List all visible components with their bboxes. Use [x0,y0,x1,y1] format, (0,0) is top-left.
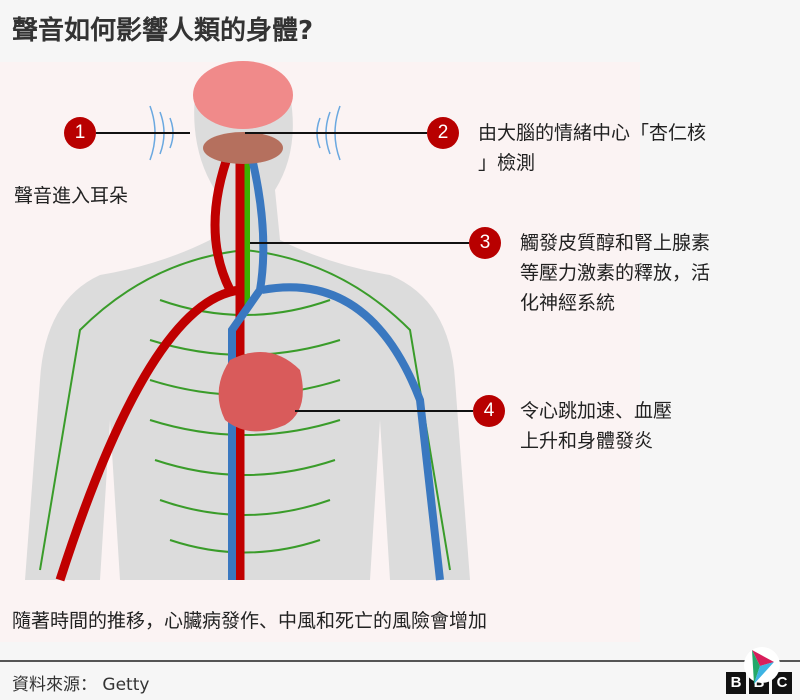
step-4-marker: 4 [473,395,505,427]
divider [0,660,800,662]
conclusion-text: 隨著時間的推移，心臟病發作、中風和死亡的風險會增加 [12,610,488,632]
step-1-text: 聲音進入耳朵 [14,181,128,211]
play-logo-icon [744,647,780,684]
step-2-line: 」檢測 [478,152,536,174]
body-silhouette [25,75,470,580]
step-3-line: 化神經系統 [520,292,616,314]
step-3-line: 等壓力激素的釋放，活 [520,262,711,284]
step-3-marker: 3 [469,227,501,259]
vein [228,149,444,581]
brain [193,61,293,129]
step-3-line: 觸發皮質醇和腎上腺素 [520,232,711,254]
leader-lines [96,132,473,412]
step-1-line: 聲音進入耳朵 [14,185,129,207]
cerebellum [203,132,283,164]
step-3-text: 觸發皮質醇和腎上腺素 等壓力激素的釋放，活 化神經系統 [520,228,710,318]
step-4-line: 上升和身體發炎 [520,430,654,452]
step-4-text: 令心跳加速、血壓 上升和身體發炎 [520,396,672,456]
bbc-letter: C [772,672,792,694]
bbc-letter: B [726,672,746,694]
step-1-marker: 1 [64,117,96,149]
source-credit: 資料來源： Getty [12,675,150,695]
heart [218,352,303,432]
page-title: 聲音如何影響人類的身體? [12,16,314,46]
step-4-line: 令心跳加速、血壓 [520,400,673,422]
step-2-text: 由大腦的情緒中心「杏仁核 」檢測 [478,118,706,178]
step-2-marker: 2 [427,117,459,149]
step-2-line: 由大腦的情緒中心「杏仁核 [478,122,707,144]
